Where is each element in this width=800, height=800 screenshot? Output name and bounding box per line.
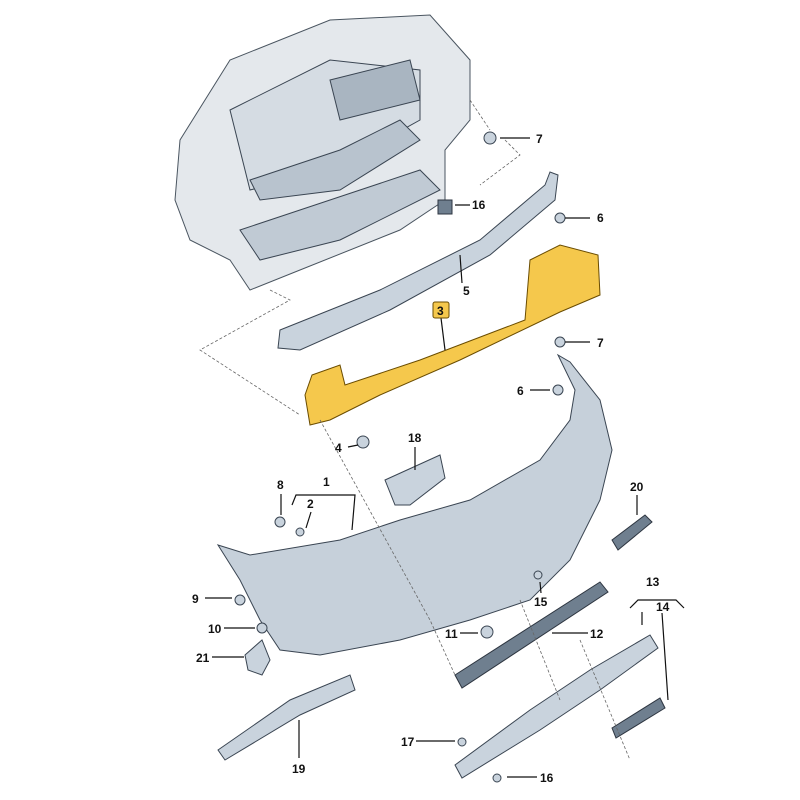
diagram-shape: [356, 435, 370, 449]
diagram-shape: [552, 384, 564, 396]
diagram-shape: [234, 594, 246, 606]
diagram-shape: [554, 336, 566, 348]
diagram-shape: [295, 527, 305, 537]
part-number-label: 1: [323, 475, 330, 489]
part-number-label: 15: [534, 595, 548, 609]
diagram-shape: [199, 99, 631, 761]
part-number-label: 7: [536, 132, 543, 146]
diagram-shape: [492, 773, 502, 783]
part-12-trim-strip[interactable]: [454, 581, 609, 689]
part-14-trim-strip[interactable]: [611, 697, 666, 739]
part-number-label: 4: [335, 441, 342, 455]
part-number-label: 18: [408, 431, 422, 445]
diagram-shape: [533, 570, 543, 580]
part-number-label: 13: [646, 575, 660, 589]
part-number-label: 14: [656, 600, 670, 614]
part-20-sensor[interactable]: [611, 514, 653, 551]
diagram-shape: [256, 622, 268, 634]
part-1-bumper-cover[interactable]: [216, 353, 613, 656]
part-19-trim-panel[interactable]: [217, 674, 356, 761]
diagram-shape: [329, 59, 421, 121]
diagram-shape: [205, 137, 685, 778]
diagram-shape: [239, 169, 441, 261]
diagram-shape: [480, 625, 494, 639]
car-body-structure: [174, 14, 471, 291]
part-number-label: 2: [307, 497, 314, 511]
part-number-label: 21: [196, 651, 210, 665]
part-number-label: 17: [401, 735, 415, 749]
diagram-shape: [437, 199, 453, 215]
part-number-label: 8: [277, 478, 284, 492]
part-13-lower-trim[interactable]: [454, 634, 659, 779]
diagram-shape: [483, 131, 497, 145]
part-18-bracket[interactable]: [384, 454, 446, 506]
part-21-cover[interactable]: [244, 639, 271, 676]
diagram-shape: [274, 516, 286, 528]
diagram-shape: [554, 212, 566, 224]
part-number-label: 5: [463, 284, 470, 298]
part-number-label: 6: [597, 211, 604, 225]
part-number-label: 16: [472, 198, 486, 212]
part-number-label: 6: [517, 384, 524, 398]
part-number-label: 20: [630, 480, 644, 494]
diagram-shape: [457, 737, 467, 747]
part-3-bumper-reinforcement[interactable]: [304, 244, 601, 426]
part-number-label: 11: [445, 627, 458, 641]
fasteners: [234, 131, 566, 783]
part-number-label: 3: [437, 304, 444, 318]
part-number-label: 16: [540, 771, 554, 785]
part-number-label: 9: [192, 592, 199, 606]
part-number-label: 12: [590, 627, 604, 641]
part-number-label: 7: [597, 336, 604, 350]
part-5-bracket[interactable]: [277, 171, 559, 351]
part-number-label: 19: [292, 762, 306, 776]
part-labels: 7 16 6 5 3 7 6 4 18 1 8 2 20 9 15 13 14 …: [192, 132, 670, 785]
diagram-shape: [249, 119, 421, 201]
highlight-badge: [432, 301, 450, 319]
part-number-label: 10: [208, 622, 222, 636]
